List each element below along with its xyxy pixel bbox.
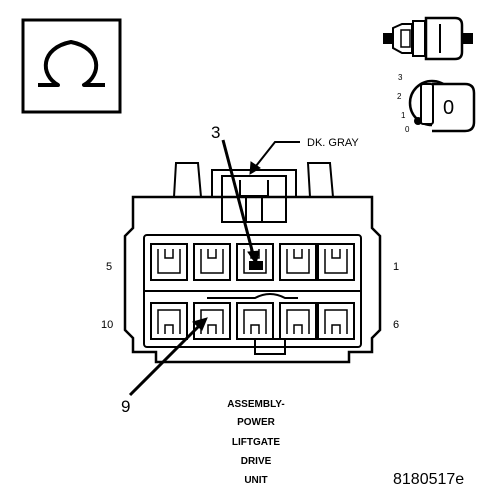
cavity-10 [150,302,188,340]
pin-label-1: 1 [393,261,399,273]
cavity-7 [279,302,317,340]
terminal-row-bottom [150,302,355,340]
pin-label-10: 10 [101,319,113,331]
ignition-key-icon: 0 3 2 1 0 [397,73,476,134]
key-position-2: 2 [397,92,402,101]
key-label: 0 [443,97,454,119]
key-position-0: 0 [405,125,410,134]
cavity-2 [279,243,317,281]
connector-side-view-icon [383,16,473,61]
caption-line-4: DRIVE [241,456,272,467]
caption: ASSEMBLY- POWER LIFTGATE DRIVE UNIT [227,399,284,486]
pin-label-5: 5 [106,261,112,273]
cavity-5 [150,243,188,281]
callout-9: 9 [121,397,130,416]
cavity-8 [236,302,274,340]
connector-body [123,162,382,364]
cavity-9 [193,302,231,340]
callout-3: 3 [211,123,220,142]
caption-line-2: POWER [237,417,276,428]
cavity-4 [193,243,231,281]
key-position-1: 1 [401,111,406,120]
cavity-1 [317,243,355,281]
wire-color-label: DK. GRAY [307,137,359,149]
cavity-6 [317,302,355,340]
figure-id: 8180517e [393,471,464,488]
pin-label-6: 6 [393,319,399,331]
key-position-3: 3 [398,73,403,82]
caption-line-5: UNIT [244,475,267,486]
omega-resistance-icon [21,18,122,114]
leader-lines [128,139,300,397]
caption-line-1: ASSEMBLY- [227,399,284,410]
caption-line-3: LIFTGATE [232,437,280,448]
